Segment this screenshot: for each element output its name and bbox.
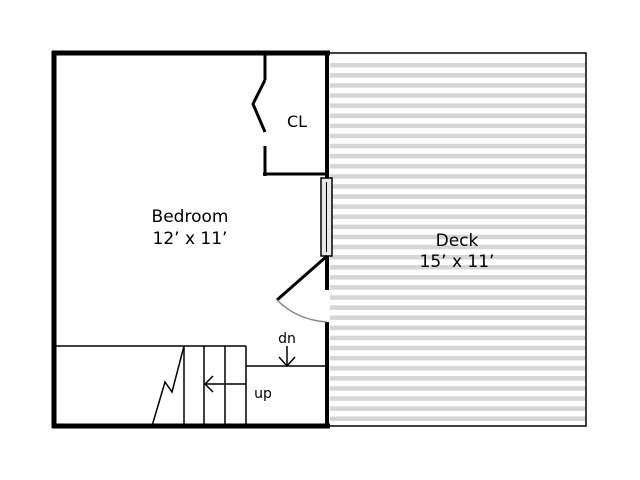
deck-board (330, 254, 585, 260)
deck-door (276, 254, 328, 323)
deck-board (330, 133, 585, 139)
door-leaf (276, 254, 328, 302)
deck-board (330, 416, 585, 421)
deck-board (330, 204, 585, 209)
deck-board (330, 113, 585, 118)
closet-label: CL (287, 112, 307, 131)
deck-board (330, 174, 585, 179)
deck-board (330, 376, 585, 381)
up-arrow-icon (203, 375, 214, 393)
deck-board (330, 295, 585, 300)
deck-outline (328, 52, 587, 427)
down-arrow-icon (278, 356, 296, 368)
deck-board (330, 83, 585, 88)
deck-size: 15’ x 11’ (420, 252, 495, 272)
stairs-down-label: dn (278, 331, 296, 347)
deck-board (330, 335, 585, 341)
deck-boards (330, 63, 585, 421)
closet-bifold-door (251, 79, 267, 133)
deck-label: Deck (436, 231, 479, 251)
deck-board (330, 386, 585, 391)
deck-board (330, 73, 585, 78)
deck-board (330, 153, 585, 159)
stairs (54, 345, 327, 427)
window (320, 177, 333, 257)
stairs-up-label: up (254, 386, 272, 402)
closet (251, 53, 329, 176)
deck-board (330, 305, 585, 310)
deck-board (330, 234, 585, 240)
deck-board (330, 63, 585, 68)
deck-board (330, 143, 585, 149)
deck-board (330, 265, 585, 270)
deck-board (330, 325, 585, 331)
deck-board (330, 164, 585, 169)
door-swing-arc (276, 299, 328, 323)
deck-board (330, 355, 585, 361)
deck-board (330, 123, 585, 129)
deck-board (330, 93, 585, 98)
deck-board (330, 103, 585, 108)
deck-board (330, 366, 585, 371)
deck-board (330, 285, 585, 290)
deck-board (330, 214, 585, 219)
deck-board (330, 184, 585, 189)
bedroom-walls (51, 50, 330, 429)
deck-board (330, 224, 585, 230)
deck-board (330, 194, 585, 199)
deck-board (330, 396, 585, 401)
stair-break-line (151, 345, 185, 427)
bedroom-size: 12’ x 11’ (153, 229, 228, 249)
deck-board (330, 315, 585, 320)
deck-board (330, 406, 585, 411)
deck-board (330, 275, 585, 280)
bedroom-label: Bedroom (152, 207, 229, 227)
deck-board (330, 345, 585, 351)
deck-board (330, 244, 585, 250)
